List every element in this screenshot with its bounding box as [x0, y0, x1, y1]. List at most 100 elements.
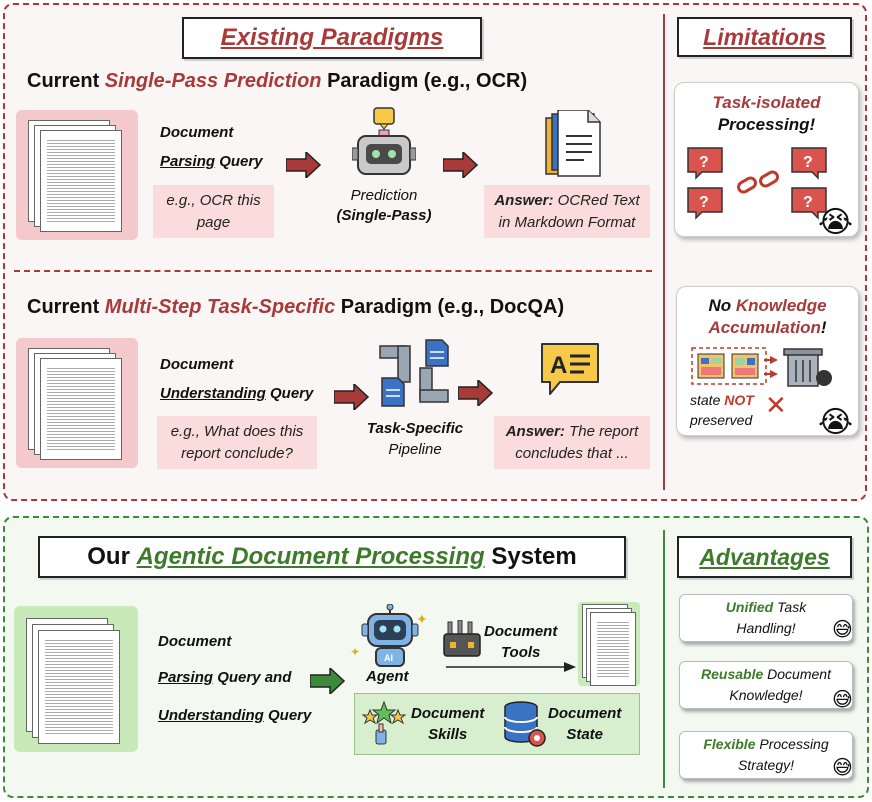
- state-discard-icon: [691, 347, 832, 387]
- arrow-right-icon: [443, 152, 479, 178]
- step-line: Prediction: [350, 187, 418, 204]
- state-line: State: [566, 726, 604, 743]
- query-rest: Query and: [213, 669, 292, 686]
- skills-state-box: [354, 693, 640, 755]
- title-text: Existing Paradigms: [220, 24, 444, 51]
- row2-query-label: Document Understanding Query: [160, 350, 313, 408]
- arrow-right-icon: [286, 152, 322, 178]
- document-stack-icon: [16, 338, 138, 468]
- state-line: Document: [548, 705, 622, 722]
- row2-heading: Current Multi-Step Task-Specific Paradig…: [27, 296, 564, 319]
- limit-word: !: [820, 318, 827, 337]
- arrow-right-icon: [310, 668, 346, 694]
- adv-rest: Document: [763, 666, 831, 682]
- arrow-right-icon: [334, 384, 370, 410]
- title-pre: Our: [87, 543, 137, 570]
- adv-line: Knowledge!: [729, 687, 803, 703]
- toolbox-icon: [443, 620, 481, 657]
- document-icon: [545, 110, 601, 177]
- svg-text:?: ?: [699, 194, 709, 211]
- arrow-right-icon: [458, 380, 494, 406]
- advantage-card-flexible: Flexible Processing Strategy!: [679, 731, 853, 779]
- agentic-system-title: Our Agentic Document Processing System: [38, 536, 626, 578]
- agent-robot-icon: ✦ ✦ AI: [350, 604, 428, 667]
- heading-highlight: Single-Pass Prediction: [104, 70, 322, 92]
- document-tools-label: Document Tools: [484, 621, 557, 663]
- output-document-icon: [578, 602, 640, 686]
- step-line-bold: Task-Specific: [366, 420, 464, 437]
- adv-line: Strategy!: [737, 757, 794, 773]
- title-highlight: Agentic Document Processing: [136, 543, 485, 570]
- query-rest: Query: [265, 385, 314, 402]
- panel-divider: [663, 530, 665, 788]
- adv-rest: Processing: [755, 736, 829, 752]
- tools-line: Tools: [500, 644, 541, 661]
- smile-emoji-icon: 😅: [832, 689, 853, 711]
- svg-text:?: ?: [803, 154, 813, 171]
- panel-divider: [663, 14, 665, 490]
- svg-text:AI: AI: [384, 653, 393, 663]
- answer-label: Answer:: [505, 422, 565, 440]
- question-bubble-icon: ?: [687, 147, 723, 180]
- adv-keyword: Reusable: [701, 666, 764, 682]
- adv-line: Handling!: [736, 620, 796, 636]
- adv-keyword: Unified: [725, 599, 774, 615]
- state-not-preserved: state NOT preserved: [690, 390, 754, 430]
- svg-text:✦: ✦: [350, 645, 360, 659]
- agentic-query-label: Document Parsing Query and Understanding…: [158, 630, 311, 728]
- query-keyword: Parsing: [158, 669, 214, 686]
- row1-query-label: Document Parsing Query: [160, 118, 263, 176]
- document-skills-label: Document Skills: [411, 703, 484, 745]
- row1-example-box: e.g., OCR this page: [153, 185, 274, 238]
- document-state-label: Document State: [548, 703, 621, 745]
- svg-text:?: ?: [803, 194, 813, 211]
- query-keyword: Understanding: [158, 707, 264, 724]
- answer-label: Answer:: [494, 191, 554, 209]
- advantages-title: Advantages: [677, 536, 852, 578]
- broken-chain-icon: [737, 170, 779, 194]
- row2-answer-box: Answer: The report concludes that ...: [494, 416, 650, 469]
- document-stack-icon: [14, 606, 138, 752]
- title-post: System: [484, 543, 577, 570]
- smile-emoji-icon: 😅: [832, 619, 853, 641]
- arrow-to-output-icon: [446, 662, 576, 672]
- query-line: Document: [160, 356, 234, 373]
- title-text: Advantages: [699, 543, 830, 570]
- heading-pre: Current: [27, 70, 105, 92]
- state-text: state: [690, 392, 725, 408]
- query-line: Document: [160, 124, 234, 141]
- advantage-card-reusable: Reusable Document Knowledge!: [679, 661, 853, 709]
- limit-word-red: Accumulation: [708, 318, 821, 337]
- adv-keyword: Flexible: [703, 736, 756, 752]
- query-keyword: Understanding: [160, 385, 266, 402]
- svg-text:A: A: [550, 352, 567, 379]
- heading-highlight: Multi-Step Task-Specific: [104, 296, 336, 318]
- row1-step-label: Prediction (Single-Pass): [334, 186, 434, 226]
- database-icon: [504, 701, 546, 747]
- limitation2-text: No Knowledge Accumulation!: [676, 295, 859, 339]
- robot-icon: [352, 107, 416, 175]
- step-line-bold: (Single-Pass): [336, 207, 432, 224]
- state-not: NOT: [724, 392, 754, 408]
- limitation1-text: Task-isolated Processing!: [674, 92, 859, 136]
- advantage-card-unified: Unified Task Handling!: [679, 594, 853, 642]
- crying-emoji-icon: 😭: [818, 206, 854, 239]
- document-stack-icon: [16, 110, 138, 240]
- heading-post: Paradigm (e.g., OCR): [321, 70, 528, 92]
- answer-text: OCRed Text in Markdown Format: [498, 191, 640, 231]
- skills-line: Document: [411, 705, 485, 722]
- example-text: e.g., OCR this page: [166, 191, 261, 231]
- existing-paradigms-title: Existing Paradigms: [182, 17, 482, 59]
- adv-rest: Task: [773, 599, 807, 615]
- crying-emoji-icon: 😭: [818, 406, 854, 439]
- title-text: Limitations: [703, 23, 826, 50]
- row2-step-label: Task-Specific Pipeline: [355, 418, 475, 460]
- cross-icon: ✕: [765, 390, 787, 420]
- speech-answer-icon: A: [541, 343, 599, 395]
- trash-icon: [783, 348, 832, 387]
- svg-text:?: ?: [699, 154, 709, 171]
- row1-heading: Current Single-Pass Prediction Paradigm …: [27, 70, 527, 93]
- skills-icon: [362, 700, 406, 745]
- heading-post: Paradigm (e.g., DocQA): [335, 296, 565, 318]
- question-bubbles-icon: ? ? ? ?: [687, 147, 827, 220]
